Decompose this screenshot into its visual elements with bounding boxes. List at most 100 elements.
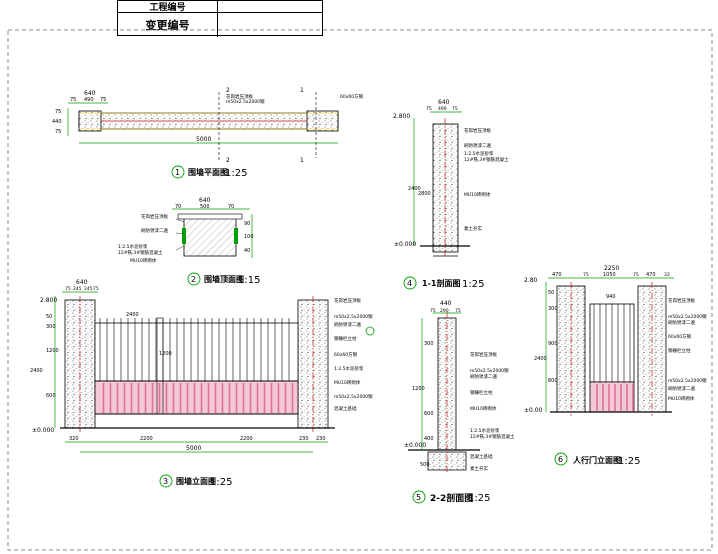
s22-note-6: 1:2.5水泥砂浆 (470, 427, 500, 434)
plan-section-mark-2b: 2 (226, 157, 230, 164)
elev-dim-l1: 50 (46, 314, 52, 320)
elev-note-5: 60x60方钢 (334, 351, 358, 358)
cap-note-1: 花岗岩压顶板 (141, 213, 168, 220)
door-note-7: 刷防锈漆二遍 (668, 385, 695, 392)
title-block-row2: 变更编号 (118, 13, 322, 37)
elev-title-scale: 1:25 (210, 477, 232, 488)
elev-callouts: 花岗岩压顶板 m50x2.5x2000钢 刷防锈漆二遍 钢栅栏立柱 60x60方… (334, 297, 373, 412)
s11-title-num: 4 (407, 279, 412, 288)
s11-dim-75b: 75 (452, 106, 458, 112)
s22-note-9: 素土夯实 (470, 465, 488, 472)
s11-note-6: 素土夯实 (464, 225, 482, 232)
s11-title-name: 1-1剖面图 (422, 278, 460, 288)
s11-note-3: 1:2.5水泥砂浆 (464, 150, 494, 157)
elev-dim-l2: 300 (46, 324, 56, 330)
door-note-4: 60x60方钢 (668, 333, 692, 340)
elev-dim-b230b: 230 (316, 436, 326, 442)
view-section-1: 640 75 490 75 2.800 ±0.000 2400 2800 花岗岩… (393, 99, 509, 290)
plan-post-right (306, 110, 339, 132)
door-dim-l300: 300 (548, 306, 558, 312)
door-note-1: 花岗岩压顶板 (668, 297, 695, 304)
elev-dim-t75b: 75 (93, 286, 99, 292)
door-dim-l900: 900 (548, 341, 558, 347)
plan-post-left (78, 110, 102, 132)
plan-title-circle (171, 165, 185, 179)
door-note-2: m50x2.5x2000钢 (668, 313, 707, 320)
title-block-row1: 工程编号 (118, 1, 322, 13)
s22-dim-75b: 75 (455, 308, 461, 314)
s22-note-7: 12#铁,3#钢筋混凝土 (470, 433, 515, 440)
s22-note-5: MU10砖砌体 (470, 405, 497, 412)
elev-dim-total: 5000 (186, 445, 201, 452)
s22-title-num: 5 (416, 493, 421, 502)
elev-dim-gate-top: 2400 (126, 312, 139, 318)
cap-title-circle (187, 272, 201, 286)
view-elevation: 2.800 ±0.000 50 300 1200 600 2400 640 75… (30, 279, 375, 488)
s22-dim-75a: 75 (430, 308, 436, 314)
cap-dim-70b: 70 (228, 204, 234, 210)
door-dim-l600: 600 (548, 378, 558, 384)
view-section-2: 440 75 290 75 300 1200 600 400 ±0.000 50… (404, 300, 515, 504)
plan-dim-total: 5000 (196, 136, 211, 143)
cap-note-5: MU10砖砌体 (130, 257, 157, 264)
elev-dim-640: 640 (76, 279, 88, 286)
elev-dim-t245b: 245 (84, 286, 93, 292)
elev-note-8: m50x2.5x2000钢 (334, 393, 373, 400)
s11-level-top: 2.800 (393, 113, 410, 120)
s22-dim-500: 500 (420, 462, 430, 468)
s11-dim-640: 640 (438, 99, 450, 106)
s11-dim-2800: 2800 (418, 191, 431, 197)
plan-dim-490: 490 (84, 97, 94, 103)
plan-section-mark-1a: 1 (300, 87, 304, 94)
s11-dim-2400: 2400 (408, 186, 421, 192)
cap-dim-640: 640 (199, 197, 211, 204)
door-dim-75a: 75 (583, 272, 589, 278)
plan-note-coping: m50x2.5x2000钢 (226, 98, 265, 105)
door-note-8: MU10砖砌体 (668, 395, 695, 402)
s11-title-scale: 1:25 (462, 279, 484, 290)
elev-note-6: 1:2.5水泥砂浆 (334, 365, 364, 372)
cap-dim-90: 90 (244, 221, 250, 227)
door-note-6: m50x2.5x2000钢 (668, 377, 707, 384)
elev-note-3: 刷防锈漆二遍 (334, 321, 361, 328)
project-number-label: 工程编号 (118, 1, 218, 13)
cap-note-3: 1:2.5水泥砂浆 (118, 243, 148, 250)
elev-dim-t245a: 245 (73, 286, 82, 292)
elev-level-bottom: ±0.000 (32, 427, 54, 434)
elev-dim-t75: 75 (65, 286, 71, 292)
cap-dim-500: 500 (200, 204, 210, 210)
door-level-top: 2.80 (524, 277, 538, 284)
elev-note-7: MU10砖砌体 (334, 379, 361, 386)
door-dim-total: 2250 (604, 265, 619, 272)
s22-note-3: 刷防锈漆二遍 (470, 373, 497, 380)
s22-dim-400: 400 (424, 436, 434, 442)
s22-title-name: 2-2剖面图 (430, 492, 473, 504)
s11-note-5: MU10砖砌体 (464, 191, 491, 198)
s22-dim-290: 290 (440, 308, 449, 314)
elev-title-circle (159, 474, 173, 488)
plan-section-mark-2a: 2 (226, 87, 230, 94)
cap-title-scale: 1:15 (238, 275, 260, 286)
door-dim-l50: 50 (548, 290, 554, 296)
elev-railing-bars (99, 318, 294, 413)
elev-title-num: 3 (163, 477, 168, 486)
elev-note-2: m50x2.5x2000钢 (334, 313, 373, 320)
door-title-scale: 1:25 (618, 456, 640, 467)
s11-note-4: 12#铁,3#钢筋混凝土 (464, 156, 509, 163)
elev-dim-l5: 2400 (30, 368, 43, 374)
s22-note-2: m50x2.5x2000钢 (470, 367, 509, 374)
cap-top-slab (177, 213, 243, 220)
plan-title-scale: 1:25 (225, 168, 247, 179)
plan-section-mark-1b: 1 (300, 157, 304, 164)
plan-dim-75a: 75 (70, 97, 76, 103)
plan-dim-left-440: 440 (52, 119, 62, 125)
s11-wall (432, 123, 459, 253)
cap-dim-40: 40 (244, 248, 250, 254)
plan-title-name: 围墙平面图 (188, 167, 228, 177)
elev-dim-b320: 320 (69, 436, 79, 442)
cap-dim-70a: 70 (175, 204, 181, 210)
door-dim-l2400: 2400 (534, 356, 547, 362)
s11-note-2: 刷防锈漆二遍 (464, 142, 491, 149)
